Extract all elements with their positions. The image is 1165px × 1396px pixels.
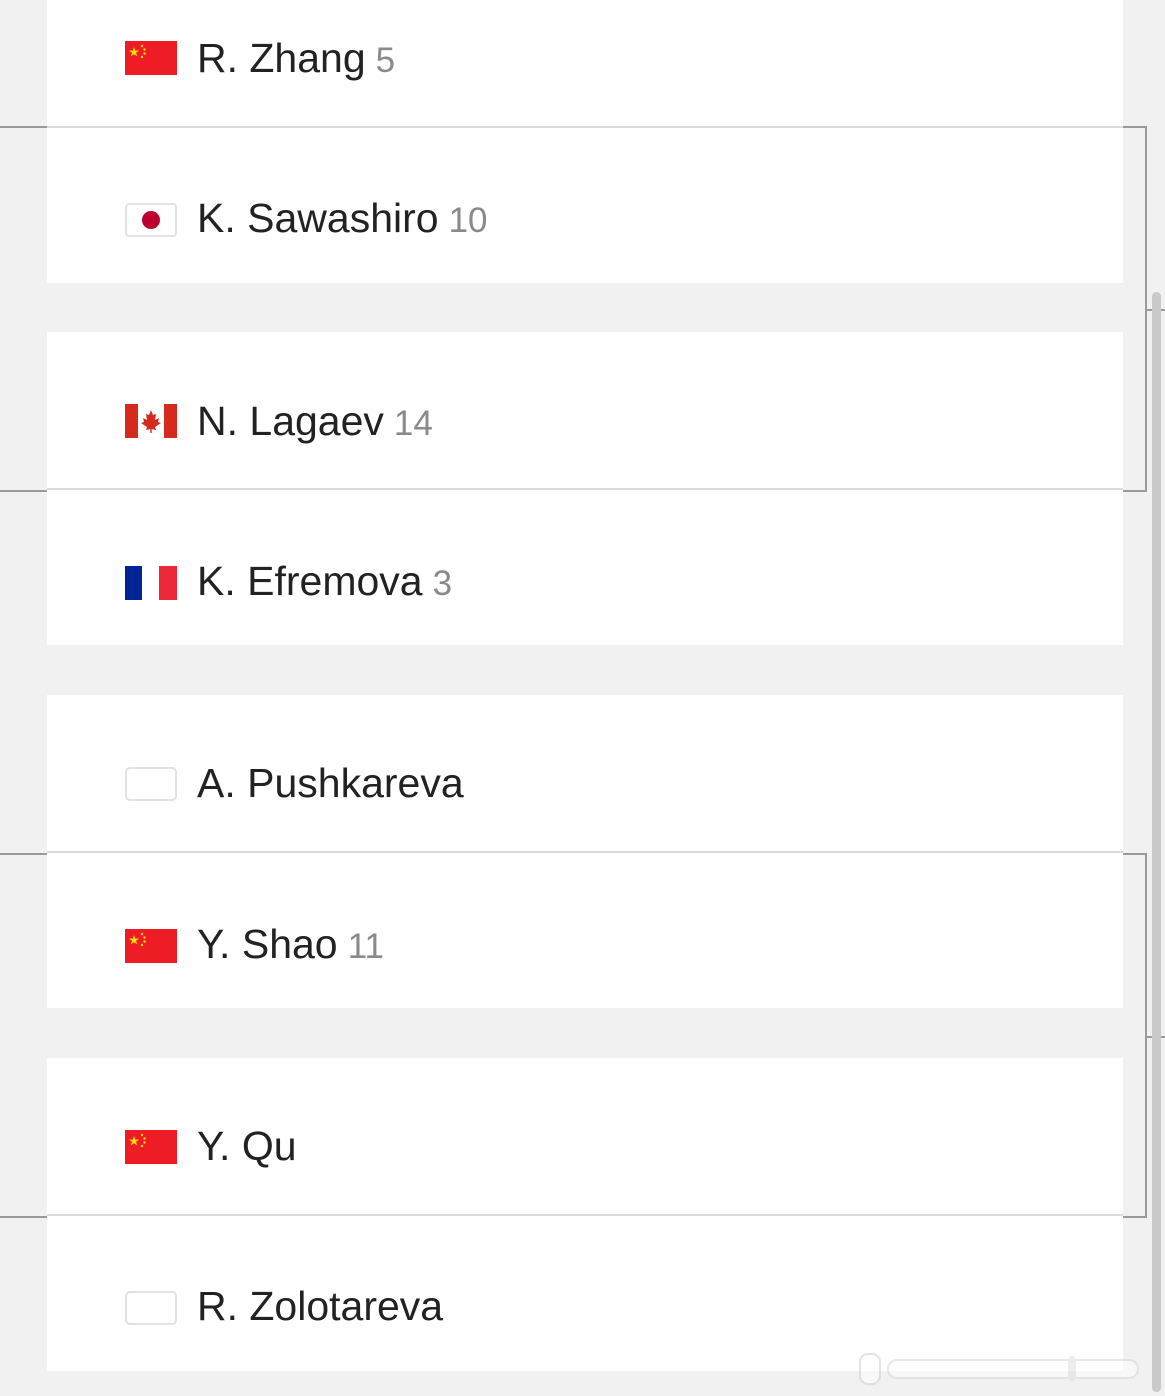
canada-flag-icon [125,404,177,438]
player-name-text: Y. Shao [197,921,338,967]
player-row[interactable]: A. Pushkareva [47,695,1123,852]
china-flag-icon [125,41,177,75]
france-flag-icon [125,566,177,600]
player-row[interactable]: Y. Qu [47,1058,1123,1215]
player-name: R. Zolotareva [197,1281,443,1331]
china-flag-icon [125,929,177,963]
player-seed: 3 [432,564,453,603]
blank-flag-icon [125,767,177,801]
player-name-text: A. Pushkareva [197,760,464,806]
scrollbar[interactable] [1152,292,1161,1392]
china-flag-icon [125,1130,177,1164]
player-name-text: K. Efremova [197,558,423,604]
blank-flag-icon [125,1291,177,1325]
player-name-text: Y. Qu [197,1123,297,1169]
player-row[interactable]: R. Zolotareva [47,1214,1123,1371]
player-seed: 11 [347,927,384,966]
player-seed: 5 [375,41,396,80]
player-name-text: K. Sawashiro [197,195,439,241]
player-name: A. Pushkareva [197,758,464,808]
player-seed: 14 [393,404,433,443]
player-name-text: N. Lagaev [197,398,384,444]
player-name-text: R. Zhang [197,35,366,81]
player-seed: 10 [448,201,488,240]
watermark-icon [859,1353,1139,1385]
player-name: Y. Qu [197,1121,297,1171]
player-name-text: R. Zolotareva [197,1283,444,1329]
japan-flag-icon [125,203,177,237]
